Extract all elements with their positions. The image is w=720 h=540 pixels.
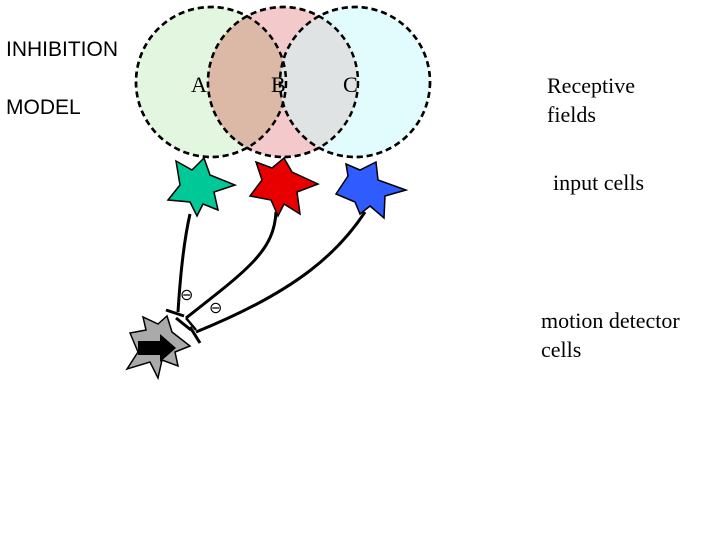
inhibition-sign-1: ⊖ (180, 287, 193, 304)
inhibitory-connections (166, 212, 365, 343)
label-motion-detector-cells: motion detector cells (541, 306, 680, 364)
inhibition-sign-2: ⊖ (209, 300, 222, 317)
input-cell-a (168, 158, 235, 216)
label-motion-detector-line-2: cells (541, 335, 680, 364)
label-input-cells: input cells (553, 168, 644, 197)
label-motion-detector-line-1: motion detector (541, 306, 680, 335)
label-receptive-fields-line-2: fields (547, 100, 635, 129)
label-receptive-fields: Receptive fields (547, 71, 635, 129)
label-receptive-fields-line-1: Receptive (547, 71, 635, 100)
input-cell-c (336, 162, 406, 218)
field-label-b: B (271, 72, 286, 97)
field-label-a: A (191, 72, 207, 97)
synapse-bar-a (166, 310, 184, 316)
field-label-c: C (343, 72, 358, 97)
input-cells (168, 158, 406, 218)
input-cell-b (250, 158, 318, 216)
